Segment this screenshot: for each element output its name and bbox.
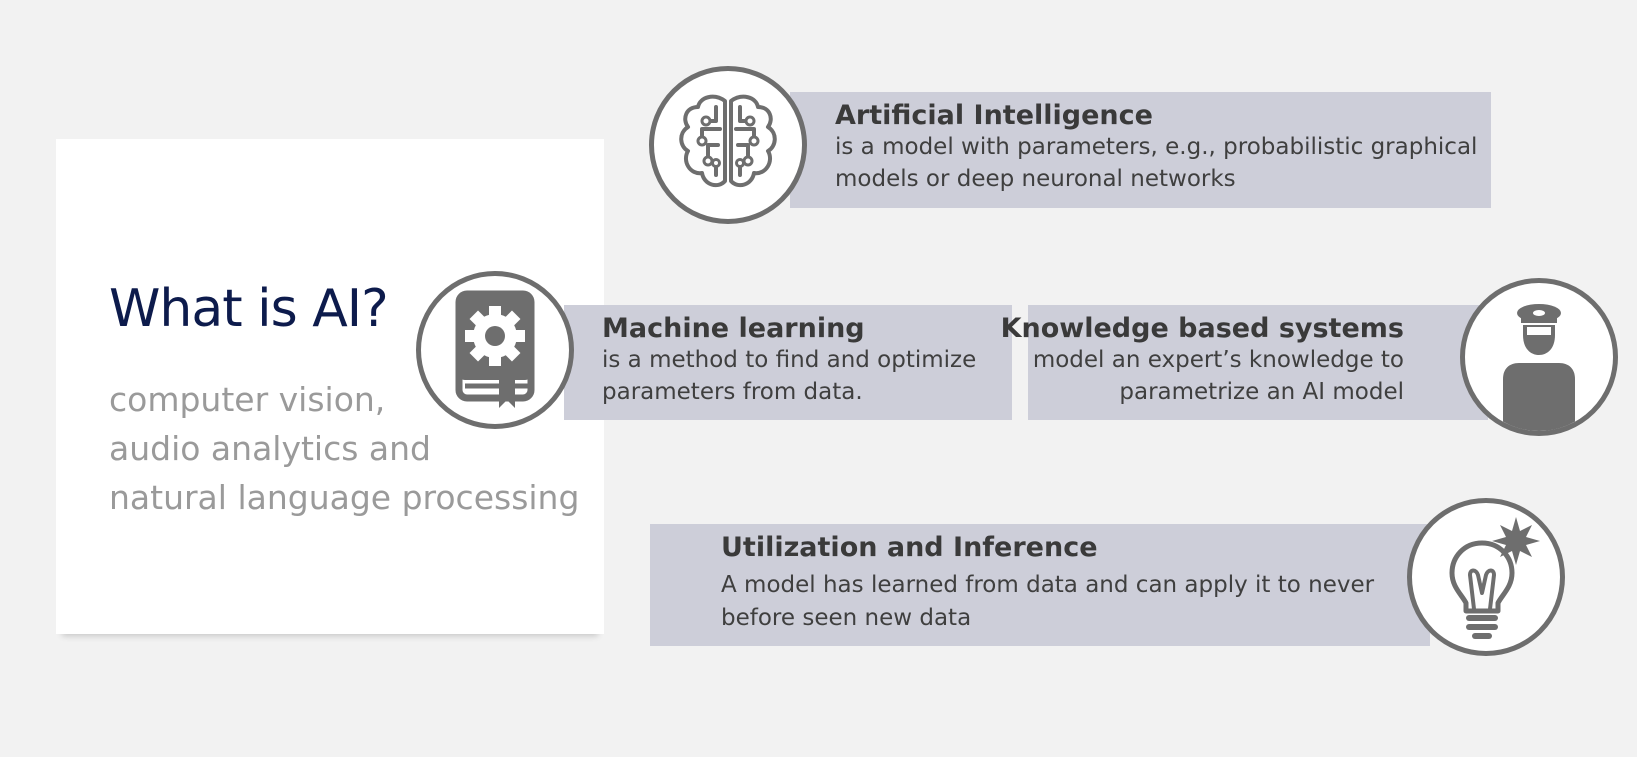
ml-desc-line: parameters from data.: [602, 379, 863, 405]
ui-box: Utilization and Inference A model has le…: [650, 524, 1430, 646]
expert-person-icon: [1460, 278, 1618, 436]
ml-title: Machine learning: [602, 313, 865, 344]
ml-description: is a method to find and optimize paramet…: [602, 344, 976, 408]
ui-desc-line: A model has learned from data and can ap…: [721, 572, 1375, 598]
ai-description: is a model with parameters, e.g., probab…: [835, 131, 1477, 195]
kb-box: Knowledge based systems model an expert’…: [1001, 305, 1488, 420]
ai-desc-line: is a model with parameters, e.g., probab…: [835, 134, 1478, 160]
kb-title: Knowledge based systems: [1000, 313, 1404, 344]
card-subtitle-line: natural language processing: [109, 478, 580, 517]
card-subtitle-line: computer vision,: [109, 380, 386, 419]
ai-box: Artificial Intelligence is a model with …: [790, 92, 1491, 208]
ai-title: Artificial Intelligence: [835, 100, 1153, 131]
ml-desc-line: is a method to find and optimize: [602, 347, 977, 373]
ui-description: A model has learned from data and can ap…: [721, 569, 1374, 635]
card-subtitle-line: audio analytics and: [109, 429, 432, 468]
ui-title: Utilization and Inference: [721, 532, 1098, 563]
kb-description: model an expert’s knowledge to parametri…: [1001, 344, 1404, 408]
lightbulb-icon: [1407, 498, 1565, 656]
card-title: What is AI?: [109, 279, 389, 339]
gear-book-icon: [416, 271, 574, 429]
ui-desc-line: before seen new data: [721, 605, 972, 631]
brain-circuit-icon: [649, 66, 807, 224]
kb-desc-line: parametrize an AI model: [1119, 379, 1404, 405]
ai-desc-line: models or deep neuronal networks: [835, 166, 1236, 192]
ml-box: Machine learning is a method to find and…: [564, 305, 1012, 420]
kb-desc-line: model an expert’s knowledge to: [1032, 347, 1404, 373]
card-subtitle: computer vision, audio analytics and nat…: [109, 375, 609, 522]
